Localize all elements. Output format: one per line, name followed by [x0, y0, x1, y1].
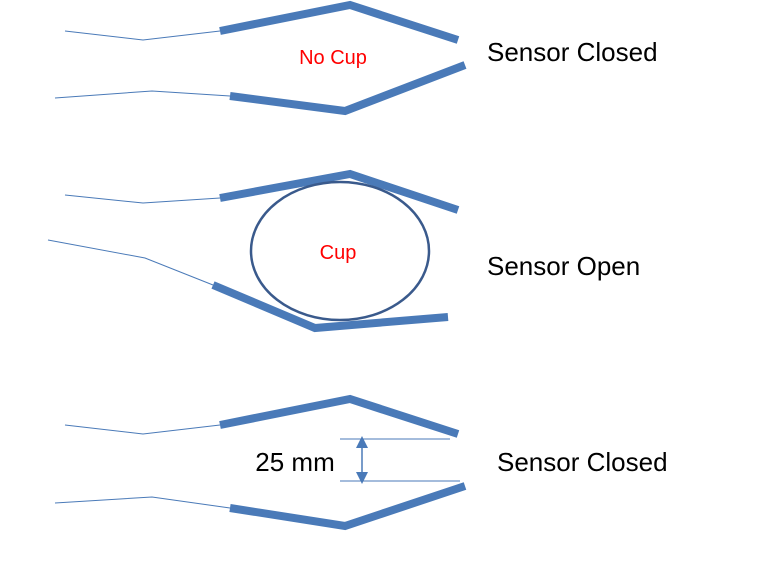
sensor-state-label: Sensor Closed [487, 37, 658, 67]
upper-jaw [219, 0, 460, 44]
lower-arm-wire [47, 239, 214, 286]
panel-cup: Cup Sensor Open [47, 169, 640, 333]
lower-arm-wire [54, 90, 231, 99]
lower-jaw [211, 281, 449, 333]
cup-circle [249, 180, 431, 322]
lower-arm-wire [54, 496, 231, 509]
no-cup-label: No Cup [299, 47, 367, 69]
sensor-state-label: Sensor Open [487, 251, 640, 281]
dimension-label: 25 mm [255, 447, 334, 477]
upper-arm-wire [64, 194, 221, 204]
sensor-state-label: Sensor Closed [497, 447, 668, 477]
panel-no-cup: No Cup Sensor Closed [54, 0, 658, 116]
lower-jaw [229, 482, 467, 531]
upper-jaw [219, 394, 460, 438]
upper-jaw [219, 169, 460, 214]
cup-label: Cup [320, 242, 357, 264]
lower-jaw [229, 61, 467, 116]
upper-arm-wire [64, 30, 221, 41]
panel-dimension: 25 mm Sensor Closed [54, 394, 668, 531]
upper-arm-wire [64, 424, 221, 435]
